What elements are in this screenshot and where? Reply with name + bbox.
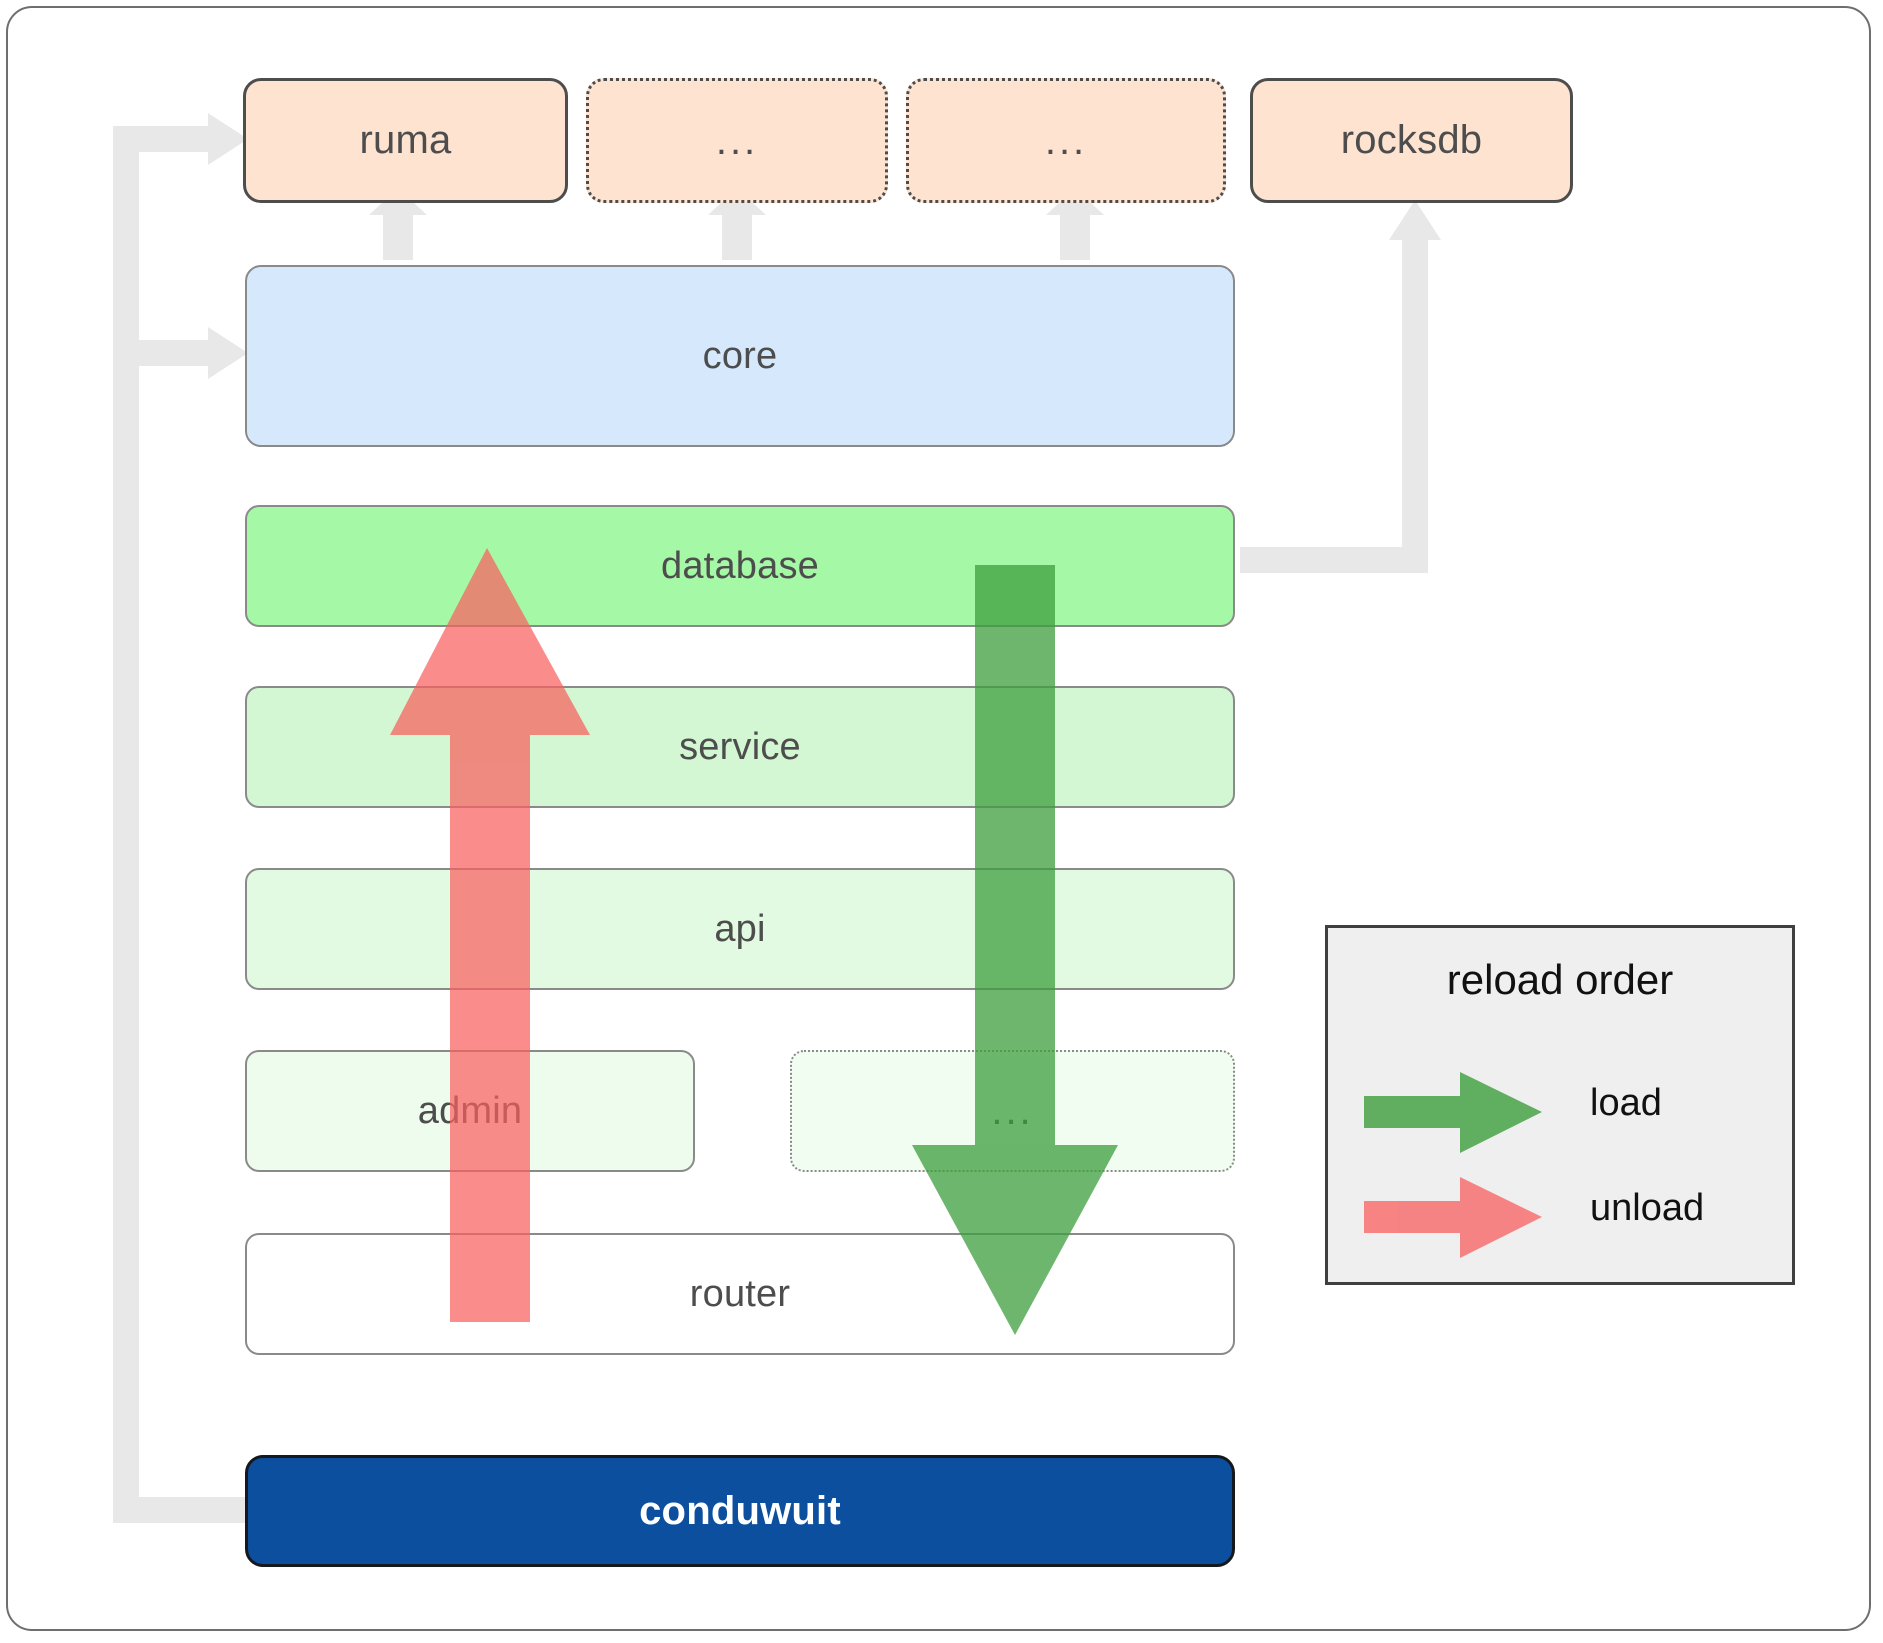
legend-unload-label: unload bbox=[1590, 1187, 1705, 1229]
node-admin[interactable]: admin bbox=[245, 1050, 695, 1172]
node-conduwuit[interactable]: conduwuit bbox=[245, 1455, 1235, 1567]
node-core[interactable]: core bbox=[245, 265, 1235, 447]
diagram-frame bbox=[6, 6, 1871, 1631]
legend-title: reload order bbox=[1446, 956, 1674, 1003]
legend-item-load: load bbox=[1328, 1068, 1792, 1158]
node-router[interactable]: router bbox=[245, 1233, 1235, 1355]
node-core-label: core bbox=[702, 334, 778, 377]
node-router-label: router bbox=[689, 1272, 791, 1315]
node-dep-ellipsis-2[interactable]: ... bbox=[906, 78, 1226, 203]
unload-arrow-icon bbox=[1364, 1177, 1542, 1258]
node-conduwuit-label: conduwuit bbox=[639, 1488, 841, 1533]
node-dep-ellipsis-2-label: ... bbox=[1044, 118, 1088, 163]
node-admin-label: admin bbox=[417, 1089, 523, 1132]
node-database-label: database bbox=[661, 544, 819, 587]
node-database[interactable]: database bbox=[245, 505, 1235, 627]
legend-load-label: load bbox=[1590, 1082, 1662, 1124]
node-dep-ellipsis-1-label: ... bbox=[715, 118, 759, 163]
node-api-label: api bbox=[714, 907, 766, 950]
node-ruma-label: ruma bbox=[359, 118, 452, 162]
legend-reload-order: reload order load unload bbox=[1325, 925, 1795, 1285]
legend-item-unload: unload bbox=[1328, 1173, 1792, 1263]
load-arrow-icon bbox=[1364, 1072, 1542, 1153]
node-layer-ellipsis-label: ... bbox=[991, 1089, 1034, 1133]
node-service-label: service bbox=[679, 725, 801, 768]
node-layer-ellipsis[interactable]: ... bbox=[790, 1050, 1235, 1172]
node-api[interactable]: api bbox=[245, 868, 1235, 990]
node-service[interactable]: service bbox=[245, 686, 1235, 808]
node-rocksdb-label: rocksdb bbox=[1340, 118, 1483, 162]
node-rocksdb[interactable]: rocksdb bbox=[1250, 78, 1573, 203]
node-dep-ellipsis-1[interactable]: ... bbox=[586, 78, 888, 203]
node-ruma[interactable]: ruma bbox=[243, 78, 568, 203]
